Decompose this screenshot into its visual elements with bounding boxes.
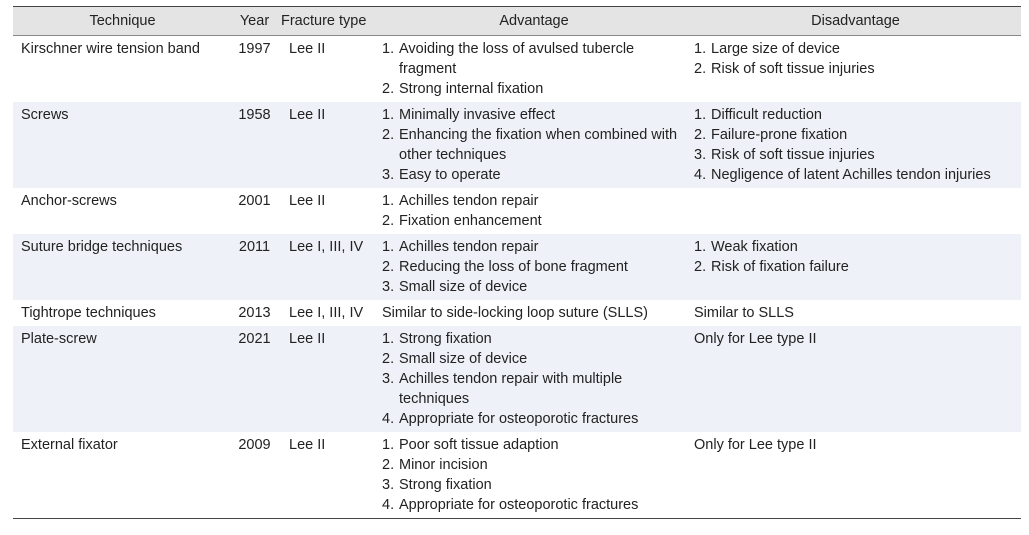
list-item: 1.Poor soft tissue adaption [382, 437, 559, 453]
cell-fracture-type: Lee II [277, 326, 378, 432]
cell-disadvantage: Only for Lee type II [690, 432, 1021, 519]
list-item: 2.Failure-prone fixation [694, 127, 848, 143]
cell-year: 2021 [232, 326, 277, 432]
cell-year: 2001 [238, 193, 271, 209]
header-fracture-type: Fracture type [277, 6, 378, 36]
advantage-list: 1.Achilles tendon repair 2.Reducing the … [382, 237, 690, 297]
list-item: 4.Appropriate for osteoporotic fractures [382, 497, 639, 513]
list-item: 4.Negligence of latent Achilles tendon i… [694, 167, 991, 183]
table-header-row: Technique Year Fracture type Advantage D… [13, 6, 1021, 36]
advantage-list: 1.Achilles tendon repair 2.Fixation enha… [382, 191, 690, 231]
list-item: 4.Appropriate for osteoporotic fractures [382, 411, 639, 427]
list-item: 1.Strong fixation [382, 331, 492, 347]
cell-disadvantage: Only for Lee type II [690, 326, 1021, 432]
list-item: 2.Strong internal fixation [382, 81, 544, 97]
cell-technique: Screws [13, 102, 232, 188]
cell-fracture-type: Lee II [289, 41, 326, 57]
table-row: Tightrope techniques 2013 Lee I, III, IV… [13, 300, 1021, 326]
cell-disadvantage: Similar to SLLS [694, 305, 794, 321]
cell-fracture-type: Lee II [289, 193, 326, 209]
techniques-table: Technique Year Fracture type Advantage D… [13, 6, 1021, 519]
list-item: 1.Achilles tendon repair [382, 239, 539, 255]
table-row: Anchor-screws 2001 Lee II 1.Achilles ten… [13, 188, 1021, 234]
cell-year: 2009 [232, 432, 277, 519]
advantage-list: 1.Strong fixation 2.Small size of device… [382, 329, 690, 429]
list-item: 3.Risk of soft tissue injuries [694, 147, 875, 163]
list-item: 1.Avoiding the loss of avulsed tubercle … [382, 41, 635, 77]
cell-advantage: 1.Strong fixation 2.Small size of device… [378, 326, 690, 432]
cell-advantage: 1.Achilles tendon repair 2.Reducing the … [378, 234, 690, 300]
list-item: 3.Small size of device [382, 279, 528, 295]
cell-disadvantage [690, 188, 1021, 234]
cell-advantage: 1.Poor soft tissue adaption 2.Minor inci… [378, 432, 690, 519]
cell-year: 1958 [232, 102, 277, 188]
cell-advantage: 1.Avoiding the loss of avulsed tubercle … [378, 36, 690, 103]
cell-advantage: 1.Achilles tendon repair 2.Fixation enha… [378, 188, 690, 234]
list-item: 1.Difficult reduction [694, 107, 822, 123]
cell-year: 2013 [238, 305, 271, 321]
advantage-list: 1.Avoiding the loss of avulsed tubercle … [382, 39, 690, 99]
advantage-list: 1.Minimally invasive effect 2.Enhancing … [382, 105, 690, 185]
cell-technique: External fixator [13, 432, 232, 519]
list-item: 2.Risk of fixation failure [694, 259, 849, 275]
table-row: Suture bridge techniques 2011 Lee I, III… [13, 234, 1021, 300]
list-item: 2.Reducing the loss of bone fragment [382, 259, 628, 275]
table-row: Screws 1958 Lee II 1.Minimally invasive … [13, 102, 1021, 188]
table-row: Plate-screw 2021 Lee II 1.Strong fixatio… [13, 326, 1021, 432]
table-row: Kirschner wire tension band 1997 Lee II … [13, 36, 1021, 103]
list-item: 2.Minor incision [382, 457, 488, 473]
cell-fracture-type: Lee I, III, IV [277, 234, 378, 300]
cell-technique: Kirschner wire tension band [21, 41, 200, 57]
cell-advantage: 1.Minimally invasive effect 2.Enhancing … [378, 102, 690, 188]
list-item: 3.Strong fixation [382, 477, 492, 493]
cell-technique: Tightrope techniques [21, 305, 156, 321]
table-row: External fixator 2009 Lee II 1.Poor soft… [13, 432, 1021, 519]
disadvantage-list: 1.Large size of device 2.Risk of soft ti… [694, 39, 1021, 79]
cell-disadvantage: 1.Weak fixation 2.Risk of fixation failu… [690, 234, 1021, 300]
cell-disadvantage: 1.Large size of device 2.Risk of soft ti… [690, 36, 1021, 103]
list-item: 3.Easy to operate [382, 167, 501, 183]
header-advantage: Advantage [378, 6, 690, 36]
disadvantage-list: 1.Difficult reduction 2.Failure-prone fi… [694, 105, 1021, 185]
cell-fracture-type: Lee II [277, 432, 378, 519]
disadvantage-list: 1.Weak fixation 2.Risk of fixation failu… [694, 237, 1021, 277]
list-item: 1.Minimally invasive effect [382, 107, 556, 123]
list-item: 1.Achilles tendon repair [382, 193, 539, 209]
cell-fracture-type: Lee I, III, IV [289, 305, 364, 321]
cell-disadvantage: 1.Difficult reduction 2.Failure-prone fi… [690, 102, 1021, 188]
cell-year: 2011 [232, 234, 277, 300]
header-disadvantage: Disadvantage [690, 6, 1021, 36]
header-technique: Technique [13, 6, 232, 36]
list-item: 2.Risk of soft tissue injuries [694, 61, 875, 77]
list-item: 3.Achilles tendon repair with multiple t… [382, 371, 623, 407]
list-item: 2.Small size of device [382, 351, 528, 367]
cell-fracture-type: Lee II [277, 102, 378, 188]
list-item: 1.Weak fixation [694, 239, 798, 255]
cell-technique: Suture bridge techniques [13, 234, 232, 300]
list-item: 1.Large size of device [694, 41, 840, 57]
cell-advantage: Similar to side-locking loop suture (SLL… [382, 305, 648, 321]
cell-year: 1997 [238, 41, 271, 57]
header-year: Year [232, 6, 277, 36]
cell-technique: Plate-screw [13, 326, 232, 432]
cell-technique: Anchor-screws [21, 193, 117, 209]
list-item: 2.Fixation enhancement [382, 213, 542, 229]
list-item: 2.Enhancing the fixation when combined w… [382, 127, 678, 163]
advantage-list: 1.Poor soft tissue adaption 2.Minor inci… [382, 435, 690, 515]
